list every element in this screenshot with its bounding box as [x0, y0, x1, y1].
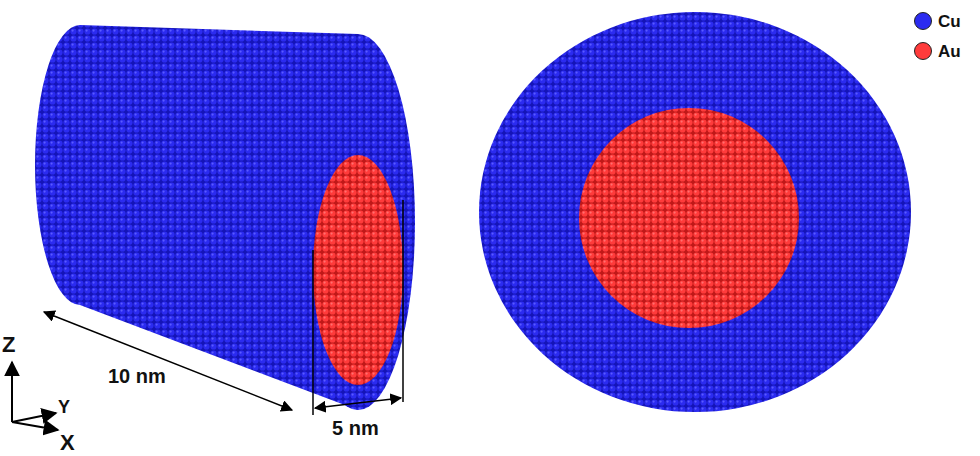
extension-line: [402, 200, 404, 402]
legend-swatch: [914, 42, 932, 60]
cross-section-gold: [579, 108, 799, 328]
axis-label: X: [60, 432, 75, 454]
dimension-label: 5 nm: [332, 418, 379, 438]
legend-text: Au: [938, 43, 961, 60]
axis-arrow: [11, 362, 13, 422]
legend-text: Cu: [938, 13, 961, 30]
axis-label: Z: [2, 334, 15, 356]
gold-core-face: [313, 155, 403, 385]
dimension-line: [44, 312, 292, 410]
axis-arrow: [12, 422, 58, 430]
dimension-line: [315, 398, 401, 408]
cylinder-front-face: [301, 34, 415, 410]
axis-label: Y: [58, 398, 70, 416]
extension-line: [312, 250, 314, 415]
dimension-label: 10 nm: [108, 366, 166, 386]
legend-swatch: [914, 12, 932, 30]
cross-section-copper: [479, 12, 911, 412]
axis-arrow: [12, 413, 56, 422]
